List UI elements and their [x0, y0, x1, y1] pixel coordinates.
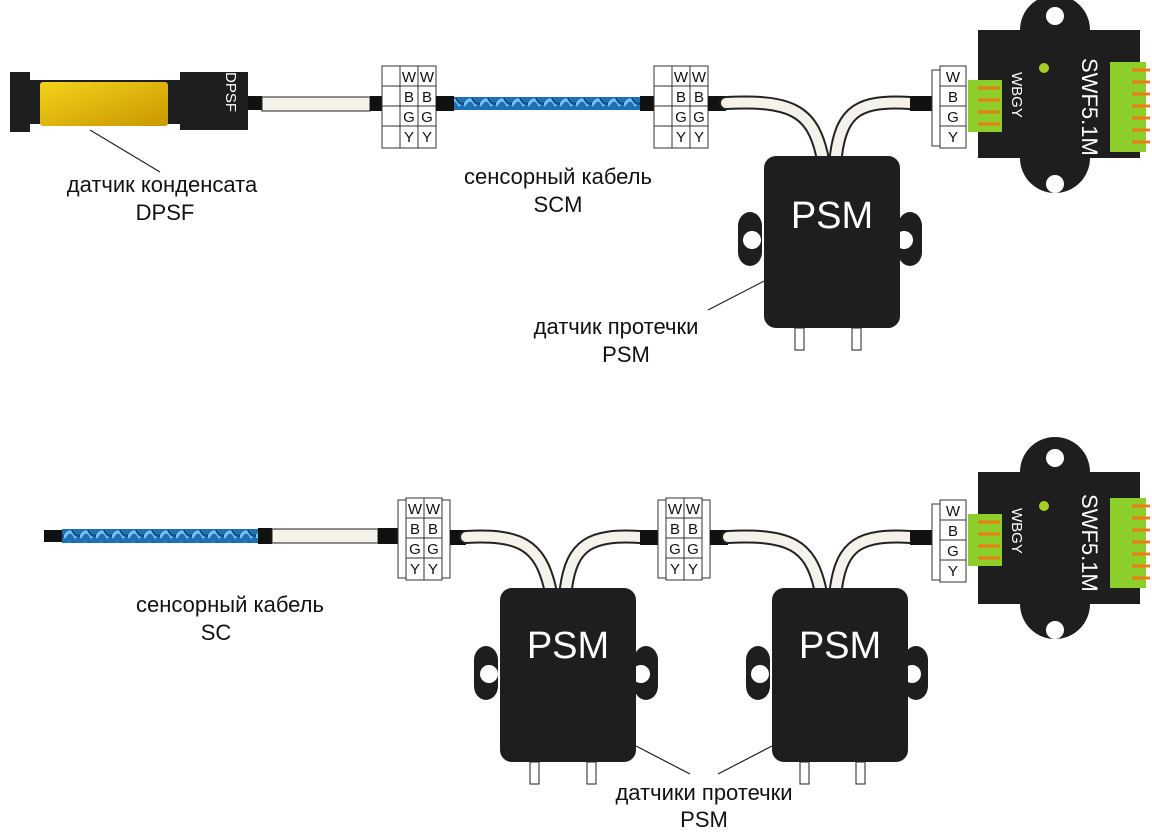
pin-label: W [946, 503, 961, 520]
pin-label: Y [948, 129, 958, 146]
pin-label: W [668, 501, 683, 518]
swf-controller: WBGY SWF5.1M [968, 0, 1150, 193]
pin-label: Y [410, 561, 420, 578]
pin-label: B [676, 89, 686, 106]
pin-label: G [947, 543, 959, 560]
sensor-cable-scm [454, 97, 640, 110]
pin-label: G [693, 109, 705, 126]
pin-label: G [669, 541, 681, 558]
pin-label: G [675, 109, 687, 126]
sc-caption-model: SC [201, 620, 232, 645]
psm-caption-model: PSM [602, 342, 650, 367]
pin-label: W [408, 501, 423, 518]
led-indicator [1039, 63, 1049, 73]
pin-label: W [420, 69, 435, 86]
pin-label: B [428, 521, 438, 538]
pin-label: W [946, 69, 961, 86]
psm-caption: датчик протечки [534, 314, 699, 339]
swf-controller: WBGY SWF5.1M [968, 437, 1150, 639]
pin-label: Y [428, 561, 438, 578]
psm-leak-sensor: PSM [738, 156, 922, 351]
psm-leak-sensor: PSM [474, 588, 658, 785]
scm-caption-model: SCM [534, 192, 583, 217]
pin-label: W [674, 69, 689, 86]
connector-block: W B G Y W B G Y [397, 497, 451, 581]
bottom-row: W B G Y W B G Y W B G [44, 437, 1150, 832]
connector-block: W B G Y [931, 499, 967, 583]
pin-label: G [421, 109, 433, 126]
pin-label: B [670, 521, 680, 538]
pin-label: B [688, 521, 698, 538]
pin-label: Y [404, 129, 414, 146]
pin-label: B [404, 89, 414, 106]
psm-label: PSM [799, 625, 881, 667]
psm-caption: датчики протечки [615, 780, 792, 805]
pin-label: G [687, 541, 699, 558]
white-cable [261, 96, 371, 112]
pin-label: B [948, 523, 958, 540]
connector-block: W B G Y [931, 65, 967, 149]
connector-block: W B G Y W B G Y [653, 65, 709, 149]
sensor-cable-sc [62, 529, 258, 543]
dpsf-body-label: DPSF [222, 72, 239, 112]
top-row: DPSF W B G Y W B G Y [10, 0, 1150, 367]
led-indicator [1039, 501, 1049, 511]
controller-port-label: WBGY [1008, 508, 1025, 554]
pin-label: B [948, 89, 958, 106]
sc-caption: сенсорный кабель [136, 592, 324, 617]
pin-label: W [686, 501, 701, 518]
pin-label: Y [694, 129, 704, 146]
psm-caption-model: PSM [680, 807, 728, 832]
controller-model: SWF5.1M [1077, 58, 1102, 156]
pin-label: G [403, 109, 415, 126]
pin-label: B [694, 89, 704, 106]
pin-label: G [427, 541, 439, 558]
pin-label: Y [670, 561, 680, 578]
dpsf-sensor: DPSF [10, 72, 248, 132]
controller-port-label: WBGY [1008, 72, 1025, 118]
psm1-lead-wires [459, 529, 647, 595]
pin-label: Y [688, 561, 698, 578]
sensor-pad [40, 82, 168, 126]
pin-label: Y [422, 129, 432, 146]
pin-label: W [426, 501, 441, 518]
pin-label: B [422, 89, 432, 106]
pin-label: G [947, 109, 959, 126]
dpsf-caption-model: DPSF [136, 200, 195, 225]
connector-block: W B G Y W B G Y [381, 65, 437, 149]
psm2-lead-wires [721, 529, 917, 595]
psm-label: PSM [791, 195, 873, 237]
pin-label: B [410, 521, 420, 538]
psm-leak-sensor: PSM [746, 588, 928, 785]
psm-lead-wires [719, 95, 917, 162]
pin-label: Y [676, 129, 686, 146]
scm-caption: сенсорный кабель [464, 164, 652, 189]
psm-label: PSM [527, 625, 609, 667]
dpsf-caption: датчик конденсата [67, 172, 258, 197]
pin-label: W [692, 69, 707, 86]
pin-label: Y [948, 563, 958, 580]
controller-model: SWF5.1M [1077, 494, 1102, 592]
pin-label: G [409, 541, 421, 558]
pin-label: W [402, 69, 417, 86]
connector-block: W B G Y W B G Y [657, 497, 711, 581]
